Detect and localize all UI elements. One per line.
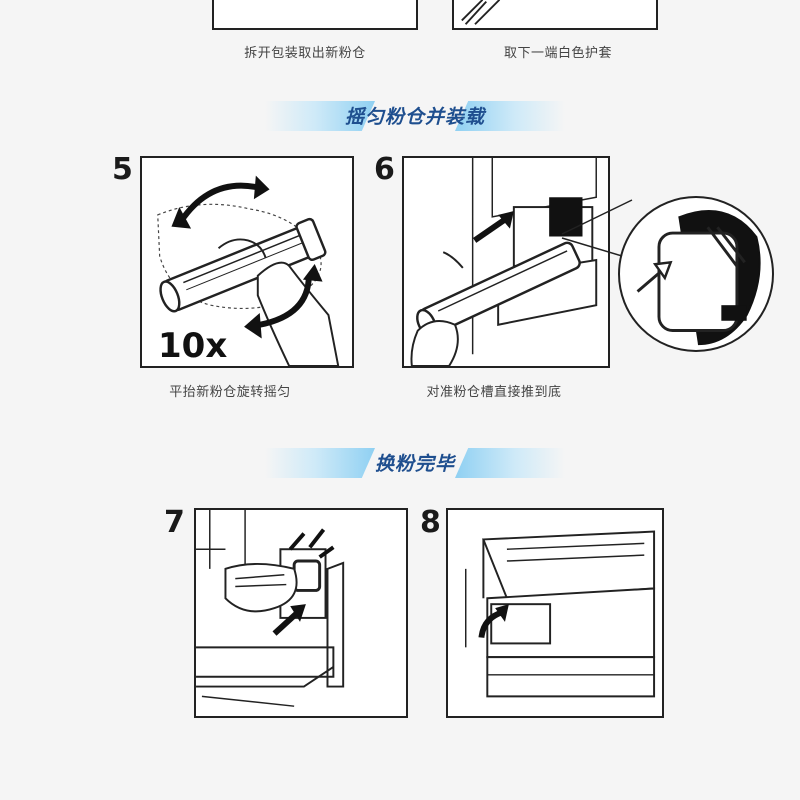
step-number: 7	[164, 505, 185, 540]
caption-insert: 对准粉仓槽直接推到底	[426, 385, 562, 400]
section-title: 换粉完毕	[374, 453, 455, 475]
illustration-insert-cartridge	[402, 156, 610, 368]
caption-unpack: 拆开包装取出新粉仓	[244, 46, 366, 61]
illustration-unpack-panel	[212, 0, 418, 30]
illustration-zoom-detail	[618, 196, 774, 352]
section-title: 摇匀粉仓并装载	[344, 106, 485, 128]
shake-count: 10x	[158, 326, 228, 366]
illustration-shake-cartridge: 10x	[140, 156, 354, 368]
illustration-remove-cover-panel	[452, 0, 658, 30]
step-number: 6	[374, 152, 395, 187]
caption-remove-cover: 取下一端白色护套	[503, 46, 612, 61]
section-banner-shake-install: 摇匀粉仓并装载	[265, 97, 565, 137]
zoom-connector	[561, 199, 633, 257]
step-number: 8	[420, 505, 441, 540]
caption-shake: 平抬新粉仓旋转摇匀	[169, 385, 291, 400]
step-number: 5	[112, 152, 133, 187]
section-banner-finish: 换粉完毕	[265, 444, 565, 484]
illustration-lock-cartridge	[194, 508, 408, 718]
illustration-close-cover	[446, 508, 664, 718]
